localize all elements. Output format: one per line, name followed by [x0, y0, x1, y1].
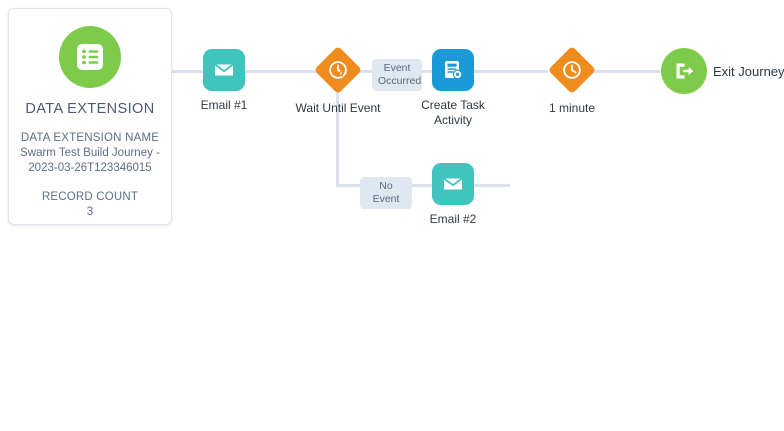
- connector-eventpill-to-task: [420, 70, 432, 73]
- connector-1minute-to-exit: [592, 70, 662, 73]
- entry-source-title: DATA EXTENSION: [25, 101, 155, 117]
- node-email-1-label: Email #1: [200, 98, 248, 112]
- node-wait-1-minute-label: 1 minute: [548, 101, 596, 115]
- connector-wait-to-eventpill: [360, 70, 374, 73]
- exit-arrow-icon: [661, 48, 707, 94]
- clock-bolt-icon: [313, 45, 363, 95]
- node-wait-until-event-label: Wait Until Event: [295, 101, 381, 115]
- data-extension-list-icon: [59, 26, 121, 88]
- record-count-value: 3: [86, 206, 94, 218]
- node-wait-until-event[interactable]: Wait Until Event: [296, 45, 380, 115]
- connector-noeventpill-to-email2: [412, 184, 432, 187]
- node-exit-journey-label: Exit Journey: [713, 64, 784, 79]
- connector-email1-to-wait: [244, 70, 316, 73]
- connector-wait-branch-vertical: [336, 92, 339, 187]
- diamond-shape: [313, 45, 363, 95]
- node-exit-journey[interactable]: [661, 48, 707, 94]
- envelope-icon: [432, 163, 474, 205]
- branch-label-line2: Occurred: [378, 75, 422, 87]
- node-create-task-activity-label: Create Task Activity: [421, 98, 485, 127]
- connector-email2-tail: [474, 184, 510, 187]
- record-count-block: RECORD COUNT 3: [9, 190, 171, 220]
- node-wait-1-minute[interactable]: 1 minute: [547, 45, 597, 115]
- data-extension-name-value-line1: Swarm Test Build Journey -: [20, 147, 160, 159]
- node-email-2[interactable]: Email #2: [430, 163, 476, 226]
- record-count-label: RECORD COUNT: [41, 191, 139, 203]
- data-extension-name-value-line2: 2023-03-26T123346015: [28, 162, 152, 174]
- entry-source-card[interactable]: DATA EXTENSION DATA EXTENSION NAME Swarm…: [8, 8, 172, 225]
- diamond-shape: [547, 45, 597, 95]
- data-extension-name-label: DATA EXTENSION NAME: [20, 132, 160, 144]
- connector-task-to-1minute: [474, 70, 548, 73]
- connector-branch-to-noeventpill: [336, 184, 360, 187]
- node-email-2-label: Email #2: [429, 212, 477, 226]
- node-create-task-activity[interactable]: Create Task Activity: [421, 49, 485, 127]
- node-email-1[interactable]: Email #1: [201, 49, 247, 112]
- data-extension-name-block: DATA EXTENSION NAME Swarm Test Build Jou…: [9, 131, 171, 176]
- branch-label-line1: No Event: [372, 180, 400, 205]
- task-document-icon: [432, 49, 474, 91]
- branch-label-event-occurred[interactable]: Event Occurred: [372, 59, 422, 91]
- connector-entry-to-email1: [172, 70, 204, 73]
- envelope-icon: [203, 49, 245, 91]
- branch-label-no-event[interactable]: No Event: [360, 177, 412, 209]
- branch-label-line1: Event: [383, 62, 411, 74]
- clock-icon: [547, 45, 597, 95]
